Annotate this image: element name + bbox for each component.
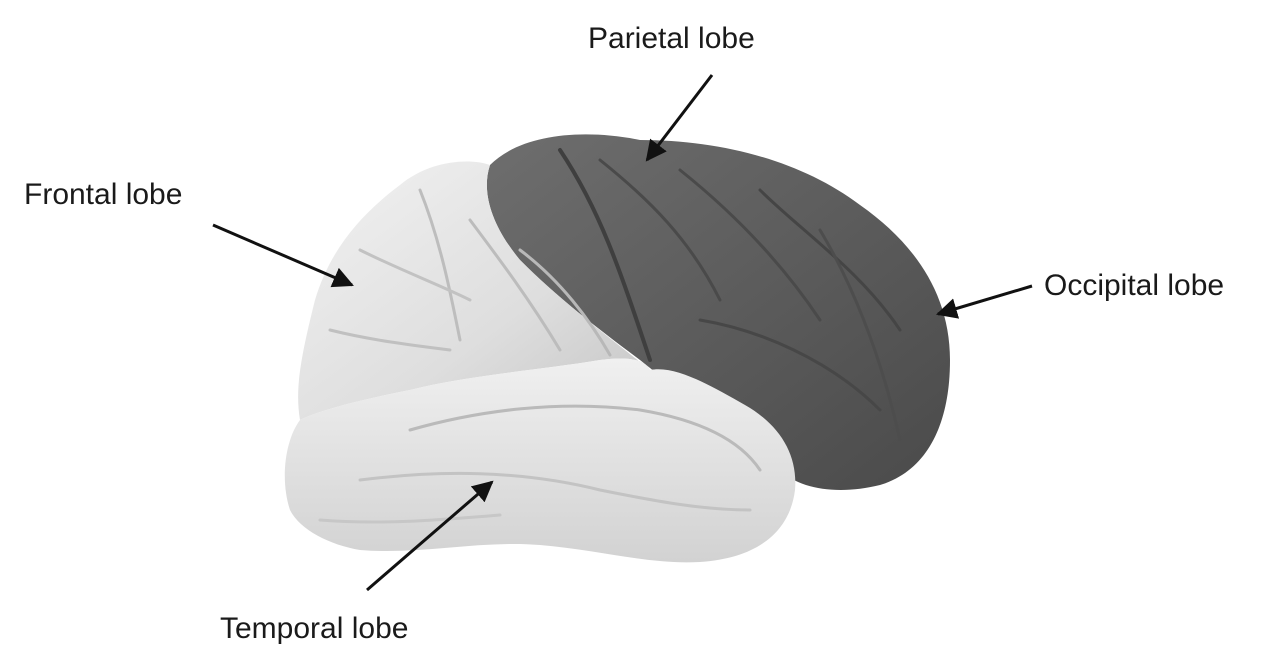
arrow-temporal xyxy=(366,480,494,592)
arrow-frontal xyxy=(212,223,354,288)
temporal-region xyxy=(284,358,796,563)
parietal-occipital-region xyxy=(486,134,950,490)
label-temporal-lobe: Temporal lobe xyxy=(220,612,409,645)
label-occipital-lobe: Occipital lobe xyxy=(1044,269,1225,302)
arrow-parietal xyxy=(645,74,714,162)
frontal-region xyxy=(298,161,650,420)
label-parietal-lobe: Parietal lobe xyxy=(588,22,755,55)
label-frontal-lobe: Frontal lobe xyxy=(24,178,183,211)
sulci-lines xyxy=(318,148,902,524)
arrow-occipital xyxy=(935,284,1033,319)
